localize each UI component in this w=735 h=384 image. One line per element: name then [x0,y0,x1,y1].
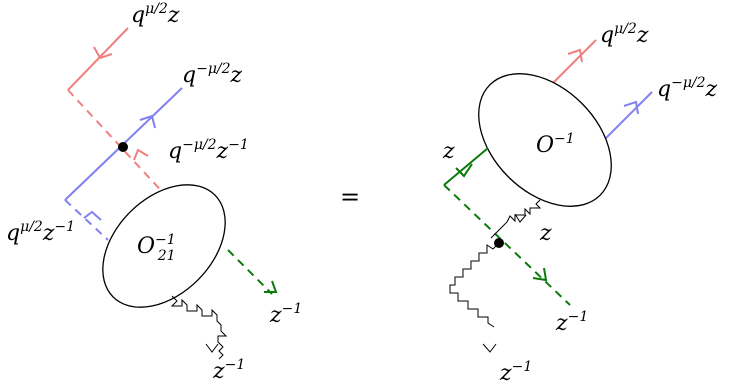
left-green-dashed-line [227,249,273,295]
right-red-arrow [567,48,583,63]
right-green-dashed-line [443,184,571,306]
right-label-green-top: z [442,139,455,164]
left-wavy-line [170,295,228,360]
right-blue-arrow [623,100,639,115]
right-operator-ellipse [478,73,612,207]
right-green-solid-line [443,147,489,186]
right-green-dashed-arrow [532,267,548,282]
left-label-blue-out: q−μ/2z [182,61,243,88]
right-green-solid-arrow [455,163,473,178]
left-label-red-out: qμ/2z [131,1,180,28]
right-wavy-bottom [449,242,500,328]
left-operator-ellipse [102,184,226,308]
right-wavy-top-arrow [514,213,527,223]
left-green-arrow [264,280,278,293]
right-operator-label: O−1 [536,131,575,158]
left-label-red-in: q−μ/2z−1 [168,137,249,164]
right-label-blue-out: q−μ/2z [657,75,718,102]
left-red-arrow [93,46,113,59]
right-label-wavy-top: z [539,221,552,246]
left-blue-dashed-line [64,199,109,241]
equals-sign: = [340,183,360,211]
left-label-green: z−1 [269,301,302,328]
left-blue-arrow [139,114,156,129]
right-label-red-out: qμ/2z [600,21,649,48]
right-label-wavy-bottom: z−1 [499,359,532,384]
left-red-dashed-line [67,89,169,199]
right-wavy-top [490,199,542,239]
left-blue-dashed-arrow [83,210,102,221]
left-red-dashed-arrow [133,148,149,161]
left-red-solid-line [67,27,129,91]
left-wavy-arrow [205,343,219,353]
left-vertex-dot [118,142,128,152]
right-wavy-bottom-arrow [482,343,497,353]
left-label-blue-in: qμ/2z−1 [6,219,75,246]
right-label-green-bottom: z−1 [555,309,588,336]
right-blue-line [597,91,653,147]
left-label-wavy: z−1 [212,357,245,384]
right-diagram: qμ/2z q−μ/2z O−1 z z z−1 z−1 [442,21,718,384]
